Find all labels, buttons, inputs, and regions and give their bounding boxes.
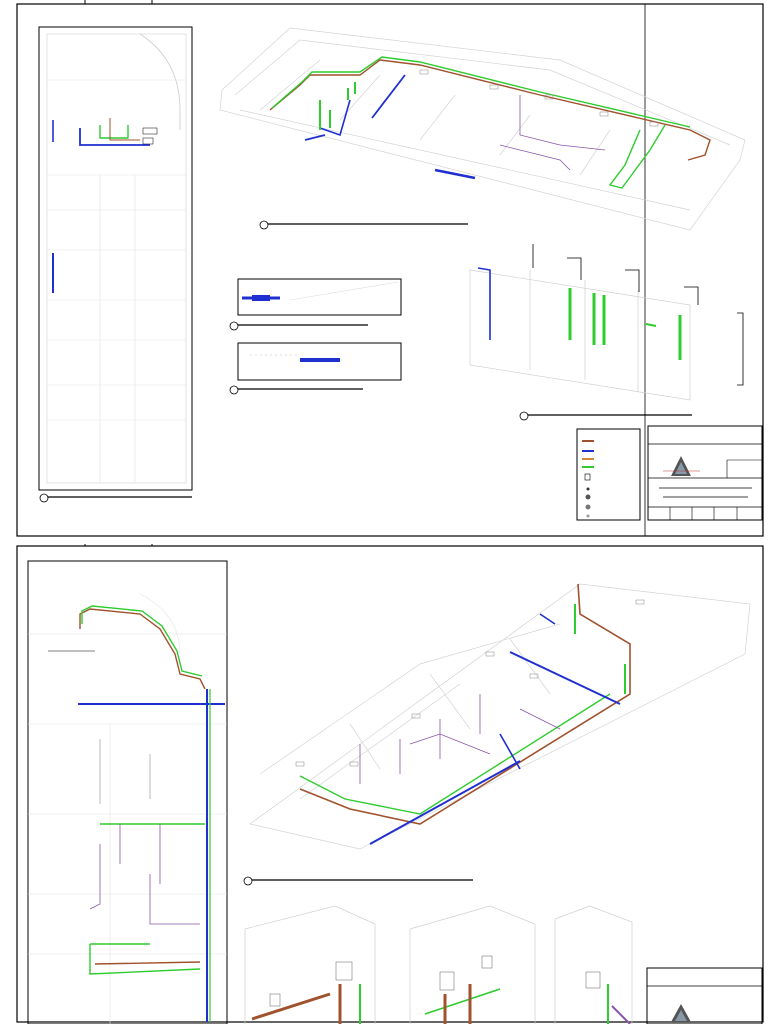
isometric-plumbing-upper (219, 27, 746, 231)
title-block (647, 425, 763, 521)
title-block-lower (646, 967, 763, 1024)
sheet-border (16, 3, 764, 537)
sheet-lower-drawing (16, 544, 764, 1024)
sheet-upper-drawing (16, 0, 764, 537)
floor-plan-upper (38, 26, 193, 491)
floor-plan-lower (27, 560, 228, 1024)
legend (576, 428, 641, 521)
detail-small-1 (237, 278, 402, 316)
isometric-plumbing-lower (249, 583, 751, 850)
sheet-separator (0, 538, 768, 546)
sheet-upper (16, 0, 764, 537)
sheet-lower (0, 544, 768, 1024)
detail-small-2 (237, 342, 402, 381)
bathroom-detail-3 (554, 905, 633, 1024)
bathroom-detail-2 (409, 905, 536, 1024)
bathroom-detail-1 (244, 905, 376, 1024)
riser-elevation (469, 244, 744, 401)
